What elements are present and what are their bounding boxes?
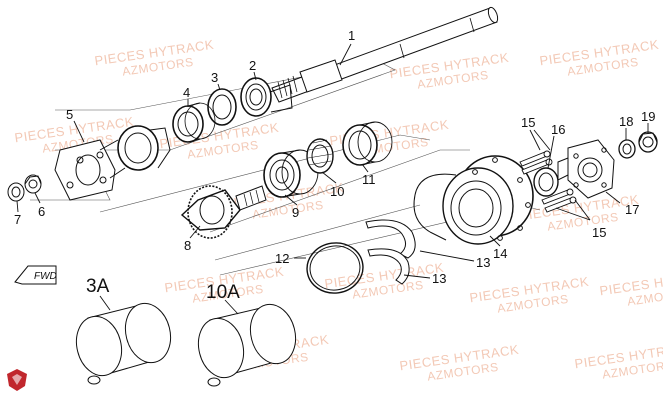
forward-arrow-icon: FWD (14, 265, 57, 285)
callout-15-upper: 15 (521, 115, 536, 130)
part-8-bevel-gear (180, 185, 267, 239)
callout-3: 3 (211, 70, 219, 85)
callout-17: 17 (625, 202, 640, 217)
kit-3a-cylinder (75, 302, 172, 385)
part-6-nut (24, 174, 42, 194)
leader-lines (16, 43, 649, 315)
callout-15-lower: 15 (592, 225, 607, 240)
part-4-ring (172, 102, 216, 143)
callout-3a: 3A (86, 276, 110, 297)
callout-11: 11 (362, 172, 376, 187)
part-10-needle-bearing (306, 138, 334, 174)
part-11-bearing (342, 121, 393, 166)
part-2-bearing (240, 77, 293, 117)
callout-1: 1 (348, 28, 356, 43)
callout-13-upper: 13 (476, 255, 491, 270)
callout-10a: 10A (206, 282, 240, 303)
callout-18: 18 (619, 114, 634, 129)
callout-10: 10 (330, 184, 345, 199)
callout-7: 7 (14, 212, 22, 227)
part-18-washer (618, 139, 636, 159)
brand-logo-icon (7, 369, 27, 391)
callout-2: 2 (249, 58, 257, 73)
callout-14: 14 (493, 246, 508, 261)
callout-6: 6 (38, 204, 46, 219)
part-5-housing (54, 125, 171, 201)
part-13-shim-lower (367, 248, 410, 285)
part-7-washer (7, 182, 25, 202)
part-1-shaft (271, 6, 499, 103)
callout-19: 19 (641, 109, 656, 124)
part-3-ring (207, 88, 237, 126)
kit-10a-cylinder (197, 303, 297, 387)
callout-8: 8 (184, 238, 192, 253)
fwd-label: FWD (34, 271, 57, 282)
part-15-bolts (519, 150, 577, 213)
callout-9: 9 (292, 205, 300, 220)
callout-13-lower: 13 (432, 271, 447, 286)
part-9-bearing (263, 149, 319, 198)
part-17-flange (557, 139, 615, 199)
part-19-nut (638, 131, 658, 153)
callout-4: 4 (183, 85, 191, 100)
part-14-cover (413, 155, 534, 245)
callout-5: 5 (66, 107, 74, 122)
part-12-o-ring (306, 242, 364, 294)
callout-16: 16 (551, 122, 566, 137)
callout-12: 12 (275, 251, 290, 266)
part-16-seal (533, 167, 559, 197)
